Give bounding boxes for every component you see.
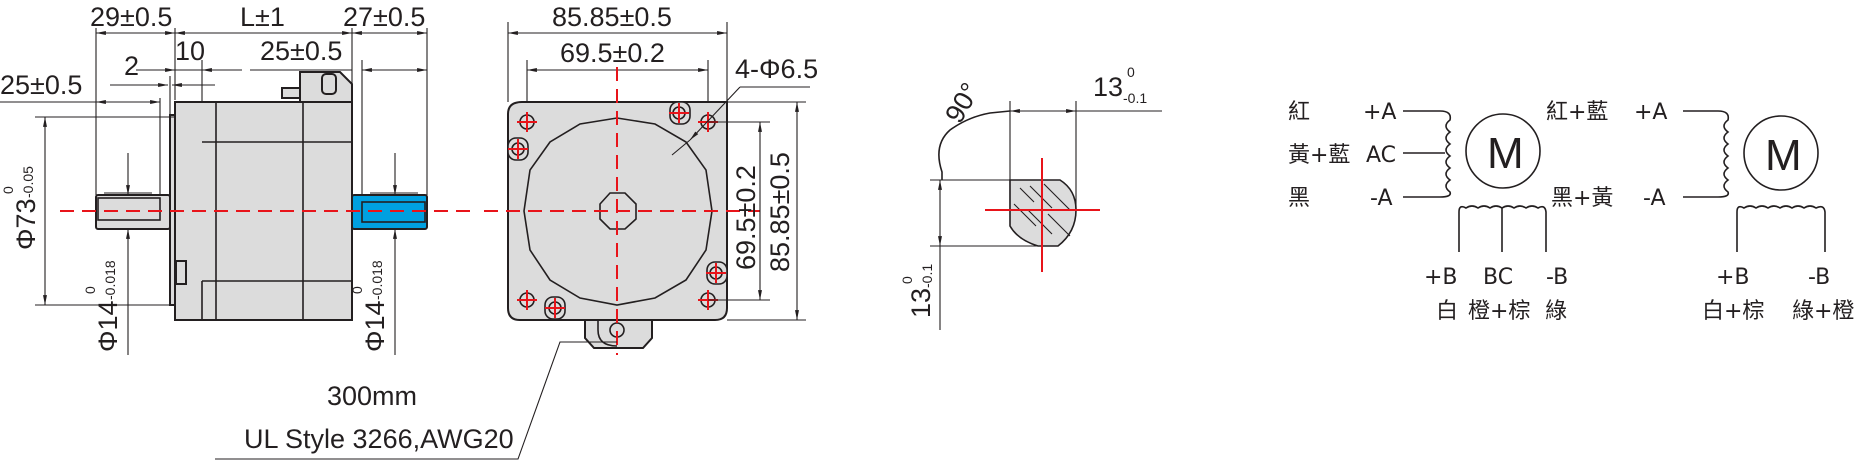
dim-height-holes: 69.5±0.2 [731, 165, 761, 270]
side-view: 29±0.5 L±1 27±0.5 10 25±0.5 2 25±0.5 [0, 2, 470, 355]
dia-shaft-left-tol-upper: 0 [82, 286, 98, 294]
dim-key-2: 2 [124, 51, 139, 81]
shaft-section: 13 0 -0.1 90° 13 0 -0.1 [899, 64, 1162, 330]
motor-symbol: M [1765, 131, 1802, 180]
dim-width-outer: 85.85±0.5 [552, 2, 672, 32]
cable-callout: 300mm UL Style 3266,AWG20 [215, 341, 617, 460]
dia-pilot-tol-lower: -0.05 [20, 166, 36, 198]
wire-color: 白 [1436, 299, 1458, 324]
wire-color: 紅 [1288, 100, 1310, 125]
dia-pilot: Φ73 [11, 198, 41, 250]
flat-v-tol-upper: 0 [899, 276, 915, 284]
dim-boss-10: 10 [175, 36, 205, 66]
wiring-diagram-4lead: 紅+藍 +A 黑+黃 -A M +B -B 白+棕 綠+橙 [1546, 100, 1854, 324]
flat-h-tol-upper: 0 [1127, 64, 1135, 80]
wire-terminal: +B [1716, 265, 1750, 290]
dim-height-outer: 85.85±0.5 [765, 152, 795, 272]
wire-color: 黑+黃 [1551, 186, 1613, 211]
wire-terminal: AC [1366, 143, 1396, 168]
wire-terminal: -B [1808, 265, 1830, 290]
dim-right-key-label: 25±0.5 [260, 36, 342, 66]
motor-symbol: M [1487, 129, 1524, 178]
hole-callout: 4-Φ6.5 [735, 54, 818, 84]
dia-shaft-left: Φ14 [93, 300, 123, 352]
wire-color: 橙+棕 [1468, 299, 1530, 324]
front-view: 85.85±0.5 69.5±0.2 [484, 2, 818, 355]
wire-color: 白+棕 [1702, 299, 1764, 324]
dim-right-shaft: 27±0.5 [343, 2, 425, 32]
angle-label: 90° [939, 78, 985, 128]
dim-left-key-label: 25±0.5 [0, 70, 82, 100]
flat-v-value: 13 [906, 288, 936, 318]
wire-color: 紅+藍 [1546, 100, 1608, 125]
dim-length: L±1 [240, 2, 285, 32]
wire-terminal: -A [1370, 186, 1393, 211]
wire-terminal: BC [1483, 265, 1513, 290]
flat-h-tol-lower: -0.1 [1123, 90, 1147, 106]
wire-color: 綠 [1545, 299, 1567, 324]
cable-spec: UL Style 3266,AWG20 [244, 424, 514, 454]
screws [507, 101, 728, 320]
wire-terminal: +B [1424, 265, 1458, 290]
wire-color: 綠+橙 [1792, 299, 1854, 324]
wiring-diagram-6lead: 紅 +A 黃+藍 AC 黑 -A M +B BC -B 白 橙+棕 綠 [1288, 100, 1568, 324]
dim-left-shaft: 29±0.5 [90, 2, 172, 32]
dia-shaft-right-tol-upper: 0 [349, 286, 365, 294]
flat-h-value: 13 [1093, 72, 1123, 102]
wire-color: 黑 [1288, 186, 1310, 211]
dim-width-holes: 69.5±0.2 [560, 38, 665, 68]
wire-terminal: +A [1634, 100, 1667, 125]
dia-shaft-left-tol-lower: -0.018 [102, 260, 118, 300]
cable-length: 300mm [327, 381, 417, 411]
wire-terminal: +A [1363, 100, 1396, 125]
wire-terminal: -B [1546, 265, 1568, 290]
wire-color: 黃+藍 [1288, 143, 1350, 168]
wire-terminal: -A [1643, 186, 1666, 211]
dia-shaft-right: Φ14 [360, 300, 390, 352]
dia-shaft-right-tol-lower: -0.018 [369, 260, 385, 300]
flat-v-tol-lower: -0.1 [919, 264, 935, 288]
dia-pilot-tol-upper: 0 [0, 186, 16, 194]
